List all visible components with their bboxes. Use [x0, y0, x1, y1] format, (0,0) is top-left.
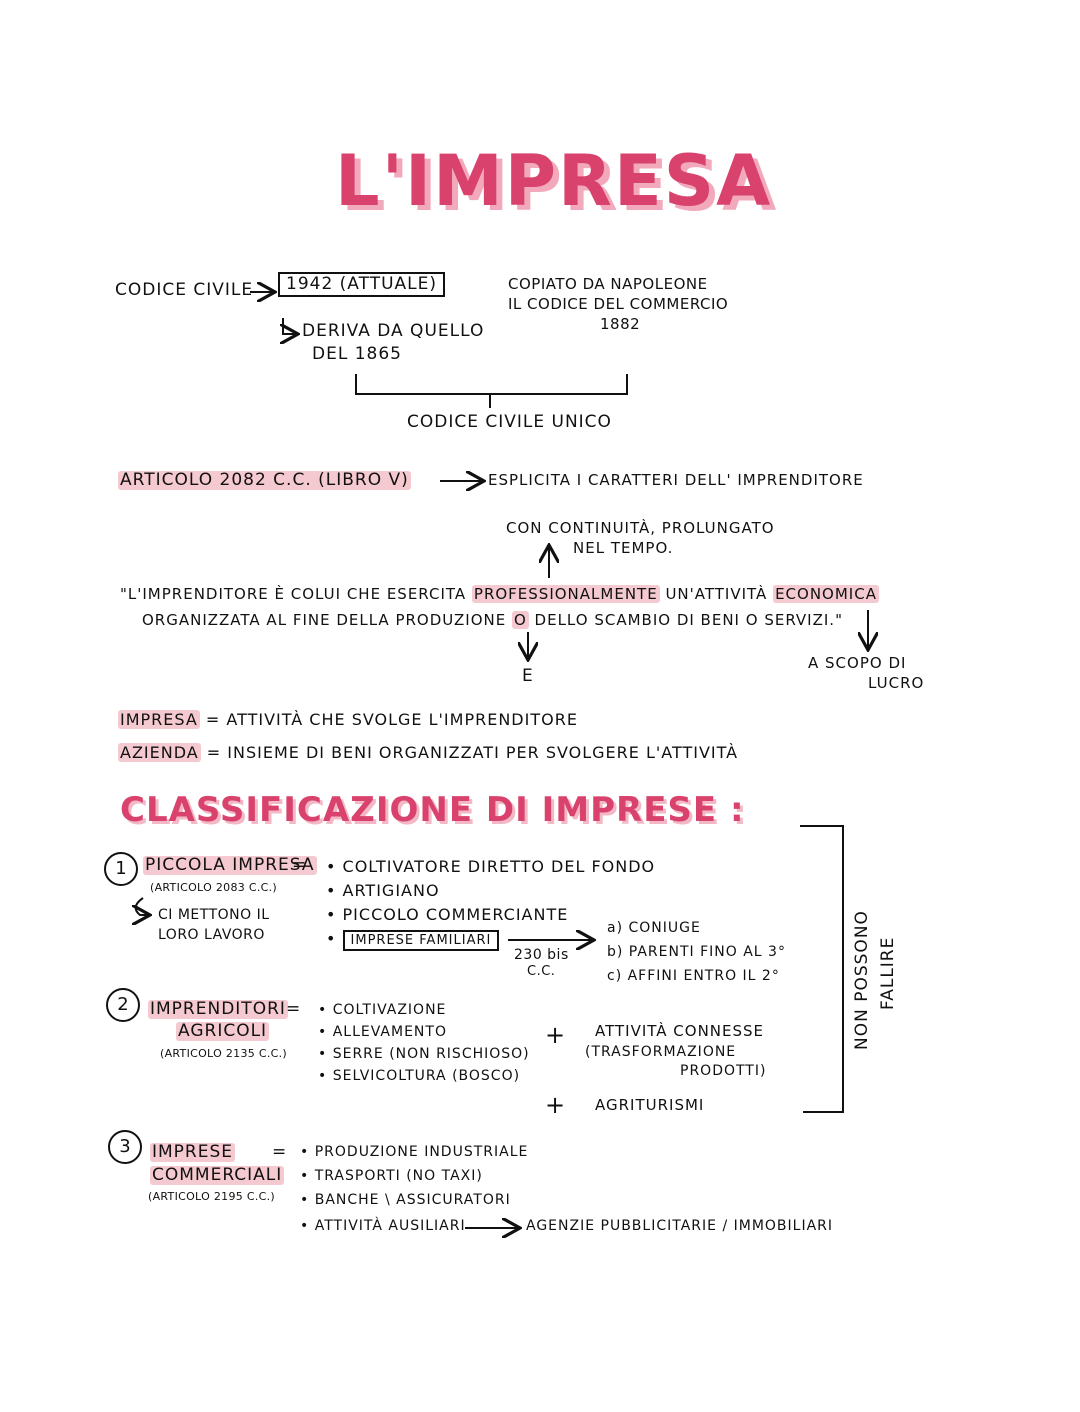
quote-economica: ECONOMICA — [773, 585, 879, 603]
agricoli-item-4: • SELVICOLTURA (BOSCO) — [318, 1068, 521, 1084]
plus-connesse: + — [545, 1021, 567, 1049]
agricoli-label-1: IMPRENDITORI — [148, 999, 288, 1019]
section-heading: CLASSIFICAZIONE DI IMPRESE : — [120, 790, 745, 830]
deriva-anno-text: DEL 1865 — [312, 344, 402, 364]
familiari-box: IMPRESE FAMILIARI — [342, 930, 500, 951]
connesse-line-2: (TRASFORMAZIONE — [585, 1044, 737, 1060]
connesse-line-1: ATTIVITÀ CONNESSE — [595, 1022, 765, 1040]
quote-part-a: "L'IMPRENDITORE È COLUI CHE ESERCITA — [120, 585, 472, 603]
number-1-badge: 1 — [104, 852, 138, 886]
quote-part-b: UN'ATTIVITÀ — [659, 585, 774, 603]
piccola-articolo: (ARTICOLO 2083 C.C.) — [150, 881, 277, 894]
esplicita-text: ESPLICITA I CARATTERI DELL' IMPRENDITORE — [488, 471, 864, 489]
connesse-line-3: PRODOTTI) — [680, 1063, 767, 1079]
equals-2: = — [286, 999, 302, 1019]
def-azienda: AZIENDA = INSIEME DI BENI ORGANIZZATI PE… — [118, 743, 739, 762]
agricoli-item-3: • SERRE (NON RISCHIOSO) — [318, 1046, 530, 1062]
e-label: E — [522, 666, 534, 686]
impresa-def: = ATTIVITÀ CHE SVOLGE L'IMPRENDITORE — [199, 710, 578, 729]
agricoli-label-2: AGRICOLI — [176, 1021, 270, 1041]
quote2-o: O — [511, 611, 529, 629]
agriturismi-text: AGRITURISMI — [595, 1096, 705, 1114]
copiato-line-2: IL CODICE DEL COMMERCIO — [508, 295, 729, 313]
agenzie-text: AGENZIE PUBBLICITARIE / IMMOBILIARI — [526, 1218, 834, 1234]
quote-professionalmente: PROFESSIONALMENTE — [471, 585, 660, 603]
equals-3: = — [272, 1142, 288, 1162]
quote2-part-b: DELLO SCAMBIO DI BENI O SERVIZI." — [528, 611, 843, 629]
piccola-item-4: • IMPRESE FAMILIARI — [326, 930, 500, 951]
bis-line-1: 230 bis — [514, 947, 569, 963]
non-possono-line-1: NON POSSONO — [852, 910, 872, 1050]
non-possono-line-2: FALLIRE — [878, 936, 898, 1010]
commerciali-label-1: IMPRESE — [150, 1142, 236, 1162]
fam-item-a: a) CONIUGE — [607, 920, 701, 936]
commerciali-item-1: • PRODUZIONE INDUSTRIALE — [300, 1144, 529, 1160]
number-2-badge: 2 — [106, 988, 140, 1022]
arrow-mettono — [136, 897, 148, 915]
commerciali-item-1-text: PRODUZIONE INDUSTRIALE — [314, 1144, 529, 1160]
commerciali-articolo: (ARTICOLO 2195 C.C.) — [148, 1190, 275, 1203]
commerciali-item-3-text: BANCHE \ ASSICURATORI — [314, 1192, 511, 1208]
bracket-unico — [355, 374, 628, 395]
piccola-item-3-text: PICCOLO COMMERCIANTE — [342, 905, 569, 924]
equals-1: = — [292, 855, 308, 875]
quote-line-1: "L'IMPRENDITORE È COLUI CHE ESERCITA PRO… — [120, 585, 879, 603]
piccola-item-2: • ARTIGIANO — [326, 881, 440, 900]
codice-unico-text: CODICE CIVILE UNICO — [407, 412, 612, 432]
fam-item-c: c) AFFINI ENTRO IL 2° — [607, 968, 780, 984]
impresa-term: IMPRESA — [118, 710, 200, 729]
agricoli-item-2: • ALLEVAMENTO — [318, 1024, 447, 1040]
bracket-non-possono — [800, 825, 844, 1113]
commerciali-item-2-text: TRASPORTI (NO TAXI) — [314, 1168, 483, 1184]
scopo-line-2: LUCRO — [868, 674, 925, 692]
bis-line-2: C.C. — [527, 964, 556, 979]
agricoli-item-1-text: COLTIVAZIONE — [332, 1002, 447, 1018]
fam-item-b: b) PARENTI FINO AL 3° — [607, 944, 786, 960]
commerciali-label-2: COMMERCIALI — [150, 1165, 285, 1185]
agricoli-item-3-text: SERRE (NON RISCHIOSO) — [332, 1046, 530, 1062]
page-title: L'IMPRESA — [335, 140, 773, 222]
piccola-item-1: • COLTIVATORE DIRETTO DEL FONDO — [326, 857, 656, 876]
copiato-line-3: 1882 — [600, 315, 641, 333]
piccola-item-2-text: ARTIGIANO — [342, 881, 440, 900]
azienda-def: = INSIEME DI BENI ORGANIZZATI PER SVOLGE… — [200, 743, 739, 762]
plus-agriturismi: + — [545, 1091, 567, 1119]
quote-line-2: ORGANIZZATA AL FINE DELLA PRODUZIONE O D… — [142, 611, 843, 629]
quote2-part-a: ORGANIZZATA AL FINE DELLA PRODUZIONE — [142, 611, 512, 629]
anno-1942-box: 1942 (ATTUALE) — [278, 272, 445, 297]
commerciali-item-4: • ATTIVITÀ AUSILIARI — [300, 1218, 466, 1234]
commerciali-item-3: • BANCHE \ ASSICURATORI — [300, 1192, 511, 1208]
mettono-line-1: CI METTONO IL — [158, 907, 270, 923]
scopo-line-1: A SCOPO DI — [808, 654, 907, 672]
piccola-impresa-label: PICCOLA IMPRESA — [143, 855, 317, 875]
piccola-item-1-text: COLTIVATORE DIRETTO DEL FONDO — [342, 857, 656, 876]
copiato-line-1: COPIATO DA NAPOLEONE — [508, 275, 708, 293]
number-3-badge: 3 — [108, 1130, 142, 1164]
azienda-term: AZIENDA — [118, 743, 201, 762]
commerciali-item-2: • TRASPORTI (NO TAXI) — [300, 1168, 483, 1184]
def-impresa: IMPRESA = ATTIVITÀ CHE SVOLGE L'IMPRENDI… — [118, 710, 578, 729]
mettono-line-2: LORO LAVORO — [158, 927, 265, 943]
deriva-text: DERIVA DA QUELLO — [302, 321, 485, 341]
agricoli-item-1: • COLTIVAZIONE — [318, 1002, 447, 1018]
continuita-line-1: CON CONTINUITÀ, PROLUNGATO — [506, 519, 775, 537]
articolo-label: ARTICOLO 2082 C.C. (LIBRO V) — [118, 470, 411, 490]
commerciali-item-4-text: ATTIVITÀ AUSILIARI — [314, 1218, 466, 1234]
agricoli-articolo: (ARTICOLO 2135 C.C.) — [160, 1047, 287, 1060]
agricoli-item-4-text: SELVICOLTURA (BOSCO) — [332, 1068, 521, 1084]
codice-civile-label: CODICE CIVILE — [115, 280, 254, 300]
continuita-line-2: NEL TEMPO. — [573, 539, 674, 557]
agricoli-item-2-text: ALLEVAMENTO — [332, 1024, 447, 1040]
arrow-deriva — [283, 318, 296, 334]
piccola-item-3: • PICCOLO COMMERCIANTE — [326, 905, 569, 924]
